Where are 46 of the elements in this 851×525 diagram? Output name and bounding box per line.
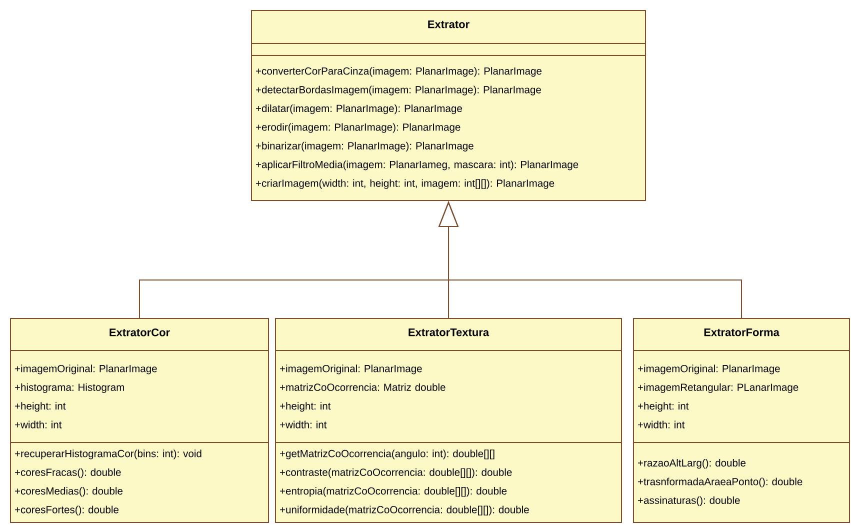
method-text: +trasnformadaAraeaPonto(): double (638, 478, 802, 488)
method-text: +recuperarHistogramaCor(bins: int): void (15, 450, 202, 460)
attribute-text: +width: int (638, 420, 685, 428)
class-name: ExtratorForma (704, 328, 780, 336)
method-compartment (10, 442, 269, 523)
method-text: +uniformidade(matrizCoOcorrencia: double[][]): double (280, 506, 529, 516)
method-text: +erodir(imagem: PlanarImage): PlanarImage (256, 123, 460, 133)
attribute-compartment (251, 43, 646, 56)
method-text: +coresFracas(): double (15, 468, 121, 478)
attribute-text: +imagemOriginal: PlanarImage (280, 364, 422, 374)
method-text: +detectarBordasImagem(imagem: PlanarImage): PlanarImage (256, 86, 541, 96)
class-box (251, 10, 646, 201)
attribute-text: +height: int (280, 402, 331, 412)
method-text: +coresFortes(): double (15, 506, 118, 516)
attribute-text: +imagemOriginal: PlanarImage (15, 364, 157, 374)
class-name: ExtratorCor (110, 328, 170, 336)
method-text: +razaoAltLarg(): double (638, 459, 746, 469)
method-text: +dilatar(imagem: PlanarImage): PlanarImage (256, 104, 462, 114)
attribute-text: +imagemOriginal: PlanarImage (638, 364, 780, 374)
method-text: +binarizar(imagem: PlanarImage): PlanarImage (256, 142, 474, 152)
class-box (10, 318, 269, 523)
attribute-compartment (10, 350, 269, 443)
attribute-compartment (633, 350, 850, 443)
class-box (633, 318, 850, 523)
method-text: +entropia(matrizCoOcorrencia: double[][]): double (280, 487, 507, 497)
attribute-text: +width: int (280, 420, 327, 428)
class-box (275, 318, 622, 523)
method-text: +aplicarFiltroMedia(imagem: PlanarIameg, mascara: int): PlanarImage (256, 160, 578, 170)
method-text: +converterCorParaCinza(imagem: PlanarImage): PlanarImage (256, 67, 542, 77)
method-text: +getMatrizCoOcorrencia(angulo: int): double[][] (280, 450, 494, 460)
attribute-text: +width: int (15, 420, 62, 428)
attribute-text: +matrizCoOcorrencia: Matriz double (280, 383, 446, 391)
method-text: +assinaturas(): double (638, 496, 740, 506)
attribute-text: +histograma: Histogram (15, 383, 124, 393)
method-compartment (633, 442, 850, 523)
attribute-text: +imagemRetangular: PLanarImage (638, 383, 798, 393)
method-compartment (275, 442, 622, 523)
attribute-text: +height: int (15, 402, 66, 412)
class-name: ExtratorTextura (408, 328, 490, 336)
class-name: Extrator (428, 20, 470, 28)
method-compartment (251, 55, 646, 201)
method-text: +criarImagem(width: int, height: int, imagem: int[][]): PlanarImage (256, 179, 554, 189)
attribute-text: +height: int (638, 402, 689, 412)
method-text: +contraste(matrizCoOcorrencia: double[][]): double (280, 468, 512, 478)
method-text: +coresMedias(): double (15, 487, 123, 497)
attribute-compartment (275, 350, 622, 443)
